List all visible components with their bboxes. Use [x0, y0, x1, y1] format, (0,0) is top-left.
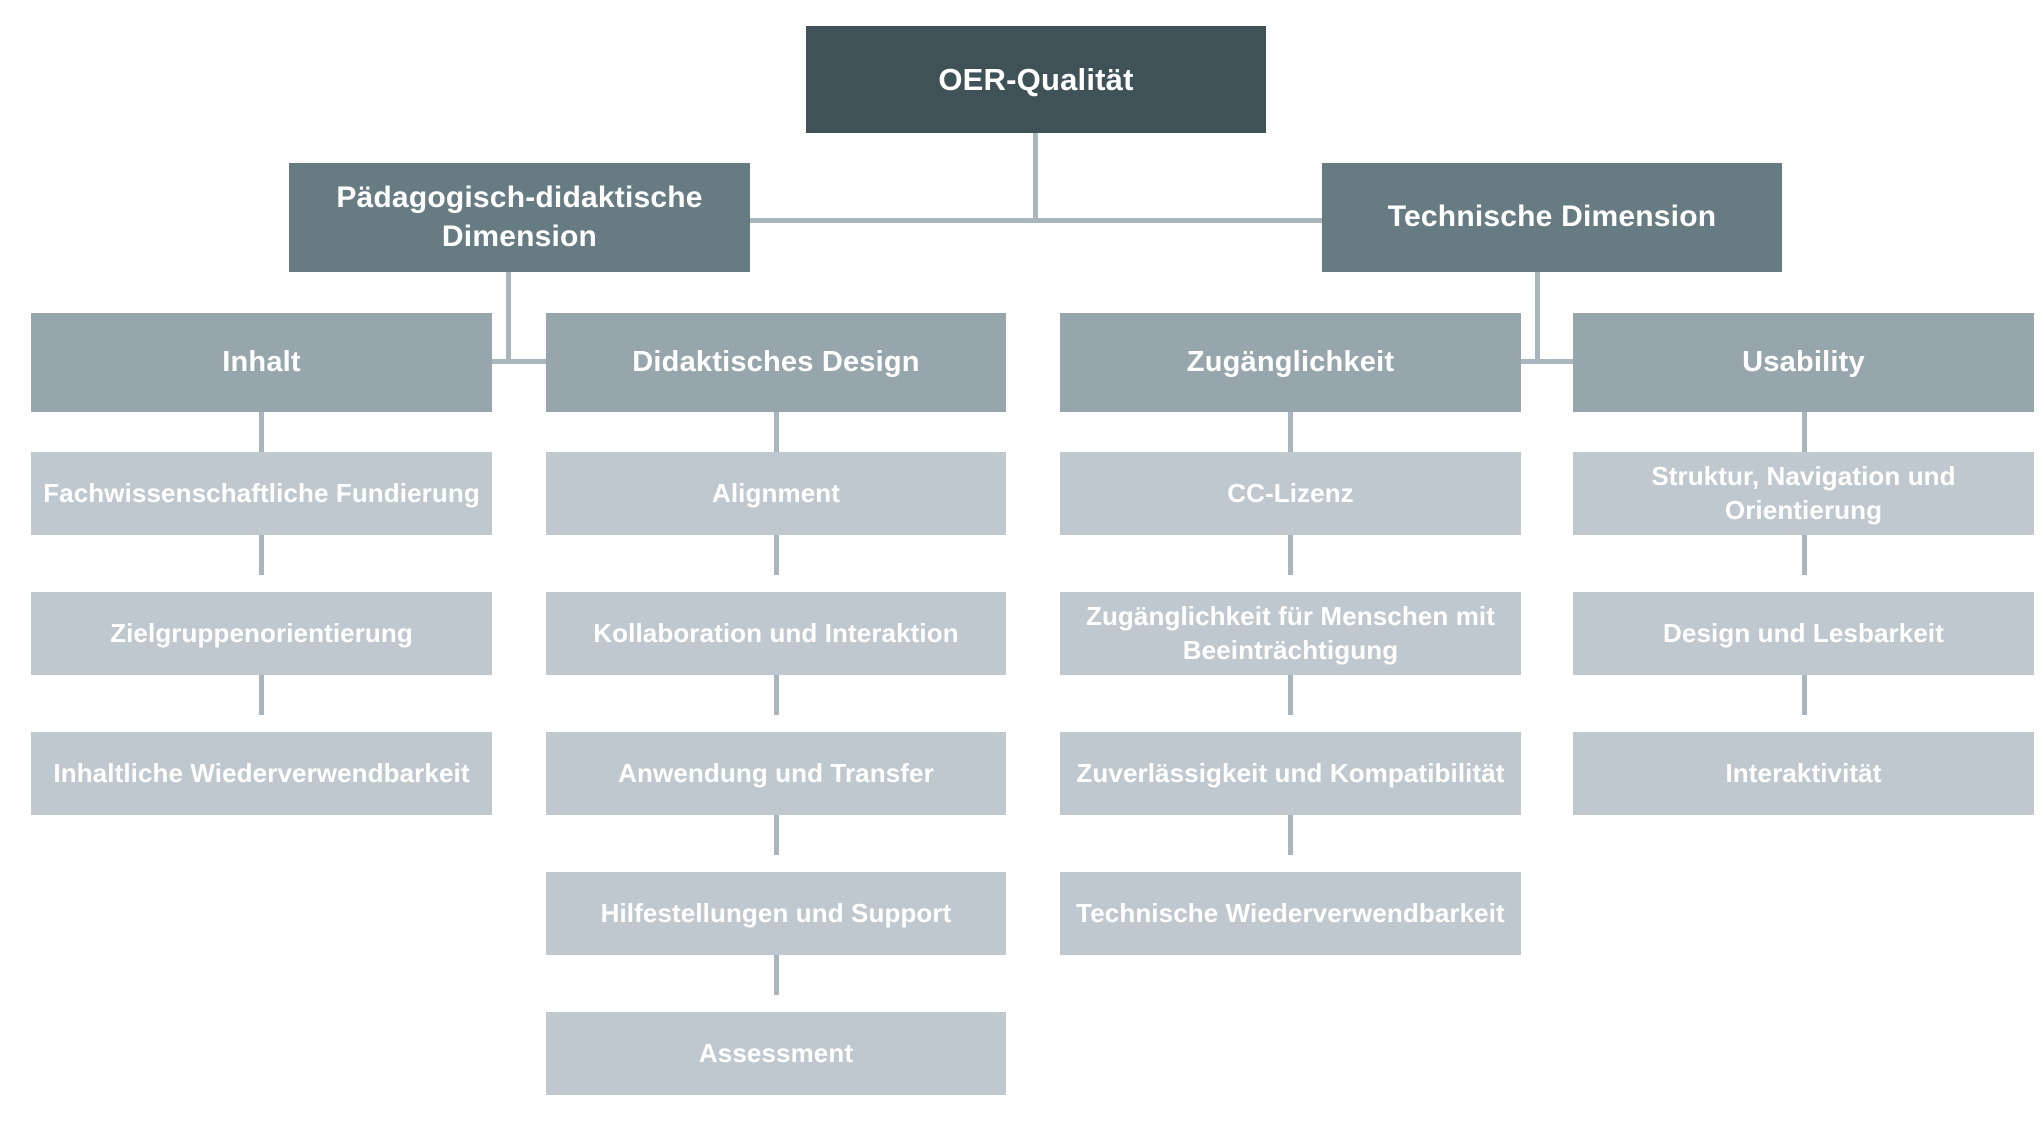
node-category-didaktisches-design[interactable]: Didaktisches Design	[546, 313, 1006, 412]
node-criterion-interaktivitaet[interactable]: Interaktivität	[1573, 732, 2034, 815]
connector-col2-seg2	[774, 535, 779, 575]
connector-col4-seg3	[1802, 675, 1807, 715]
connector-col3-seg2	[1288, 535, 1293, 575]
node-dimension-technisch[interactable]: Technische Dimension	[1322, 163, 1782, 272]
node-dimension-paedagogisch-didaktisch[interactable]: Pädagogisch-didaktische Dimension	[289, 163, 750, 272]
node-criterion-struktur-navigation-und-orientierung[interactable]: Struktur, Navigation und Orientierung	[1573, 452, 2034, 535]
node-criterion-zugaenglichkeit-fuer-menschen-mit-beeintraechtigung[interactable]: Zugänglichkeit für Menschen mit Beeinträ…	[1060, 592, 1521, 675]
connector-col2-seg4	[774, 815, 779, 855]
node-criterion-design-und-lesbarkeit[interactable]: Design und Lesbarkeit	[1573, 592, 2034, 675]
node-category-inhalt[interactable]: Inhalt	[31, 313, 492, 412]
connector-col3-seg3	[1288, 675, 1293, 715]
connector-col2-seg3	[774, 675, 779, 715]
connector-root-stem	[1033, 133, 1038, 222]
node-criterion-cc-lizenz[interactable]: CC-Lizenz	[1060, 452, 1521, 535]
connector-col3-seg4	[1288, 815, 1293, 855]
node-criterion-kollaboration-und-interaktion[interactable]: Kollaboration und Interaktion	[546, 592, 1006, 675]
node-criterion-inhaltliche-wiederverwendbarkeit[interactable]: Inhaltliche Wiederverwendbarkeit	[31, 732, 492, 815]
node-root-oer-qualitaet[interactable]: OER-Qualität	[806, 26, 1266, 133]
connector-right-dimension-stem	[1535, 272, 1540, 363]
connector-col1-seg1	[259, 412, 264, 454]
node-criterion-technische-wiederverwendbarkeit[interactable]: Technische Wiederverwendbarkeit	[1060, 872, 1521, 955]
connector-dimension-bar	[750, 218, 1322, 223]
connector-col3-seg1	[1288, 412, 1293, 454]
connector-right-category-bar	[1449, 359, 1629, 364]
connector-left-dimension-stem	[506, 272, 511, 363]
node-criterion-fachwissenschaftliche-fundierung[interactable]: Fachwissenschaftliche Fundierung	[31, 452, 492, 535]
connector-col4-seg2	[1802, 535, 1807, 575]
node-criterion-hilfestellungen-und-support[interactable]: Hilfestellungen und Support	[546, 872, 1006, 955]
node-category-zugaenglichkeit[interactable]: Zugänglichkeit	[1060, 313, 1521, 412]
node-criterion-assessment[interactable]: Assessment	[546, 1012, 1006, 1095]
node-criterion-alignment[interactable]: Alignment	[546, 452, 1006, 535]
connector-col1-seg2	[259, 535, 264, 575]
node-criterion-anwendung-und-transfer[interactable]: Anwendung und Transfer	[546, 732, 1006, 815]
node-criterion-zuverlaessigkeit-und-kompatibilitaet[interactable]: Zuverlässigkeit und Kompatibilität	[1060, 732, 1521, 815]
connector-col4-seg1	[1802, 412, 1807, 454]
connector-col2-seg1	[774, 412, 779, 454]
connector-left-category-bar	[420, 359, 600, 364]
connector-col2-seg5	[774, 955, 779, 995]
connector-col1-seg3	[259, 675, 264, 715]
node-category-usability[interactable]: Usability	[1573, 313, 2034, 412]
node-criterion-zielgruppenorientierung[interactable]: Zielgruppenorientierung	[31, 592, 492, 675]
